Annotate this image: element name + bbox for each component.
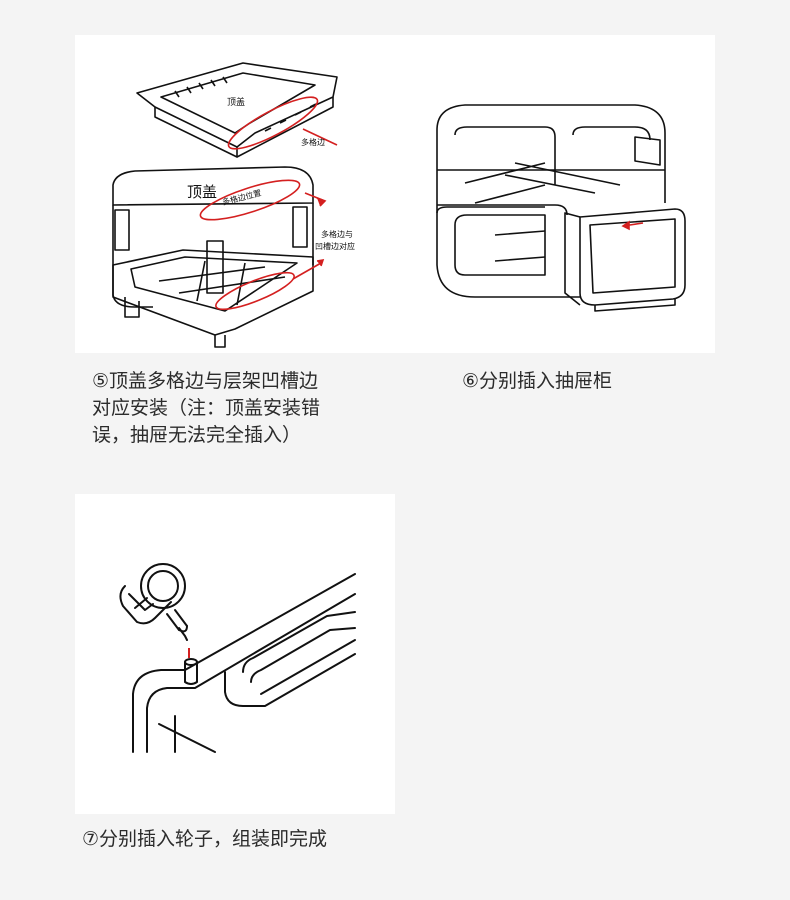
label-top-cover-small: 顶盖 [227, 96, 245, 108]
step-5-illustration: 顶盖 多格边 顶盖 多格边位置 多格边与 凹槽边对应 [75, 35, 715, 353]
step-7-illustration [75, 494, 395, 814]
step-6-caption: ⑥分别插入抽屉柜 [462, 370, 613, 392]
label-top-cover-large: 顶盖 [187, 183, 217, 201]
step-5-drawing: 顶盖 多格边 顶盖 多格边位置 多格边与 凹槽边对应 [112, 62, 686, 348]
step-5-caption: ⑤顶盖多格边与层架凹槽边 对应安装（注：顶盖安装错 误，抽屉无法完全插入） [92, 370, 321, 446]
label-multi-grid-edge: 多格边 [301, 137, 325, 147]
label-align-note-2: 凹槽边对应 [315, 241, 355, 251]
step-7-caption: ⑦分别插入轮子，组装即完成 [82, 828, 328, 850]
step-7-drawing [119, 563, 356, 753]
label-align-note-1: 多格边与 [321, 229, 353, 239]
